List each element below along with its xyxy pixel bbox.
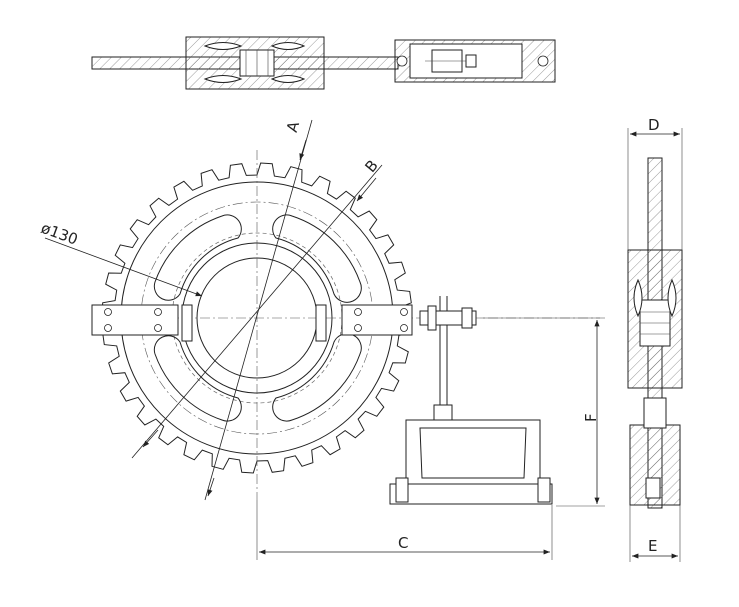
base-housing [405, 419, 541, 491]
section-a-label: A [283, 119, 303, 135]
base-foot-left [395, 477, 409, 503]
dimension-d-label: D [648, 116, 660, 134]
clamp-bolts [104, 308, 408, 332]
top-hub-slots-right [270, 42, 306, 83]
section-b-label: B [361, 156, 381, 175]
right-clamp-jaw [315, 304, 327, 342]
side-screw [645, 477, 661, 499]
left-clamp-jaw [181, 304, 193, 342]
dimension-c-label: C [398, 534, 408, 552]
side-clamp [643, 397, 667, 429]
diameter-leader [44, 237, 203, 297]
dimension-f-label: F [582, 413, 600, 422]
side-view [627, 157, 683, 509]
left-clamp-bar [91, 304, 179, 336]
slot-upper-left [153, 214, 242, 301]
top-screw-left [396, 55, 408, 67]
sprocket-view: ø130 A B [39, 119, 600, 501]
slot-upper-right [272, 214, 362, 303]
top-screw-right [537, 55, 549, 67]
slot-lower-right [272, 333, 362, 422]
side-slot-upper [633, 278, 677, 318]
top-view [91, 36, 556, 90]
dimensions: C F D E [256, 116, 683, 562]
base-plate [389, 483, 553, 505]
top-hub-slots [203, 42, 243, 83]
diameter-label: ø130 [39, 219, 81, 249]
base-foot-right [537, 477, 551, 503]
dimension-e-label: E [648, 537, 657, 555]
right-clamp-bar [341, 304, 413, 336]
stand-view [389, 296, 553, 505]
section-line-b [131, 164, 383, 459]
base-housing-inner [419, 427, 527, 479]
slot-lower-left [153, 335, 242, 422]
